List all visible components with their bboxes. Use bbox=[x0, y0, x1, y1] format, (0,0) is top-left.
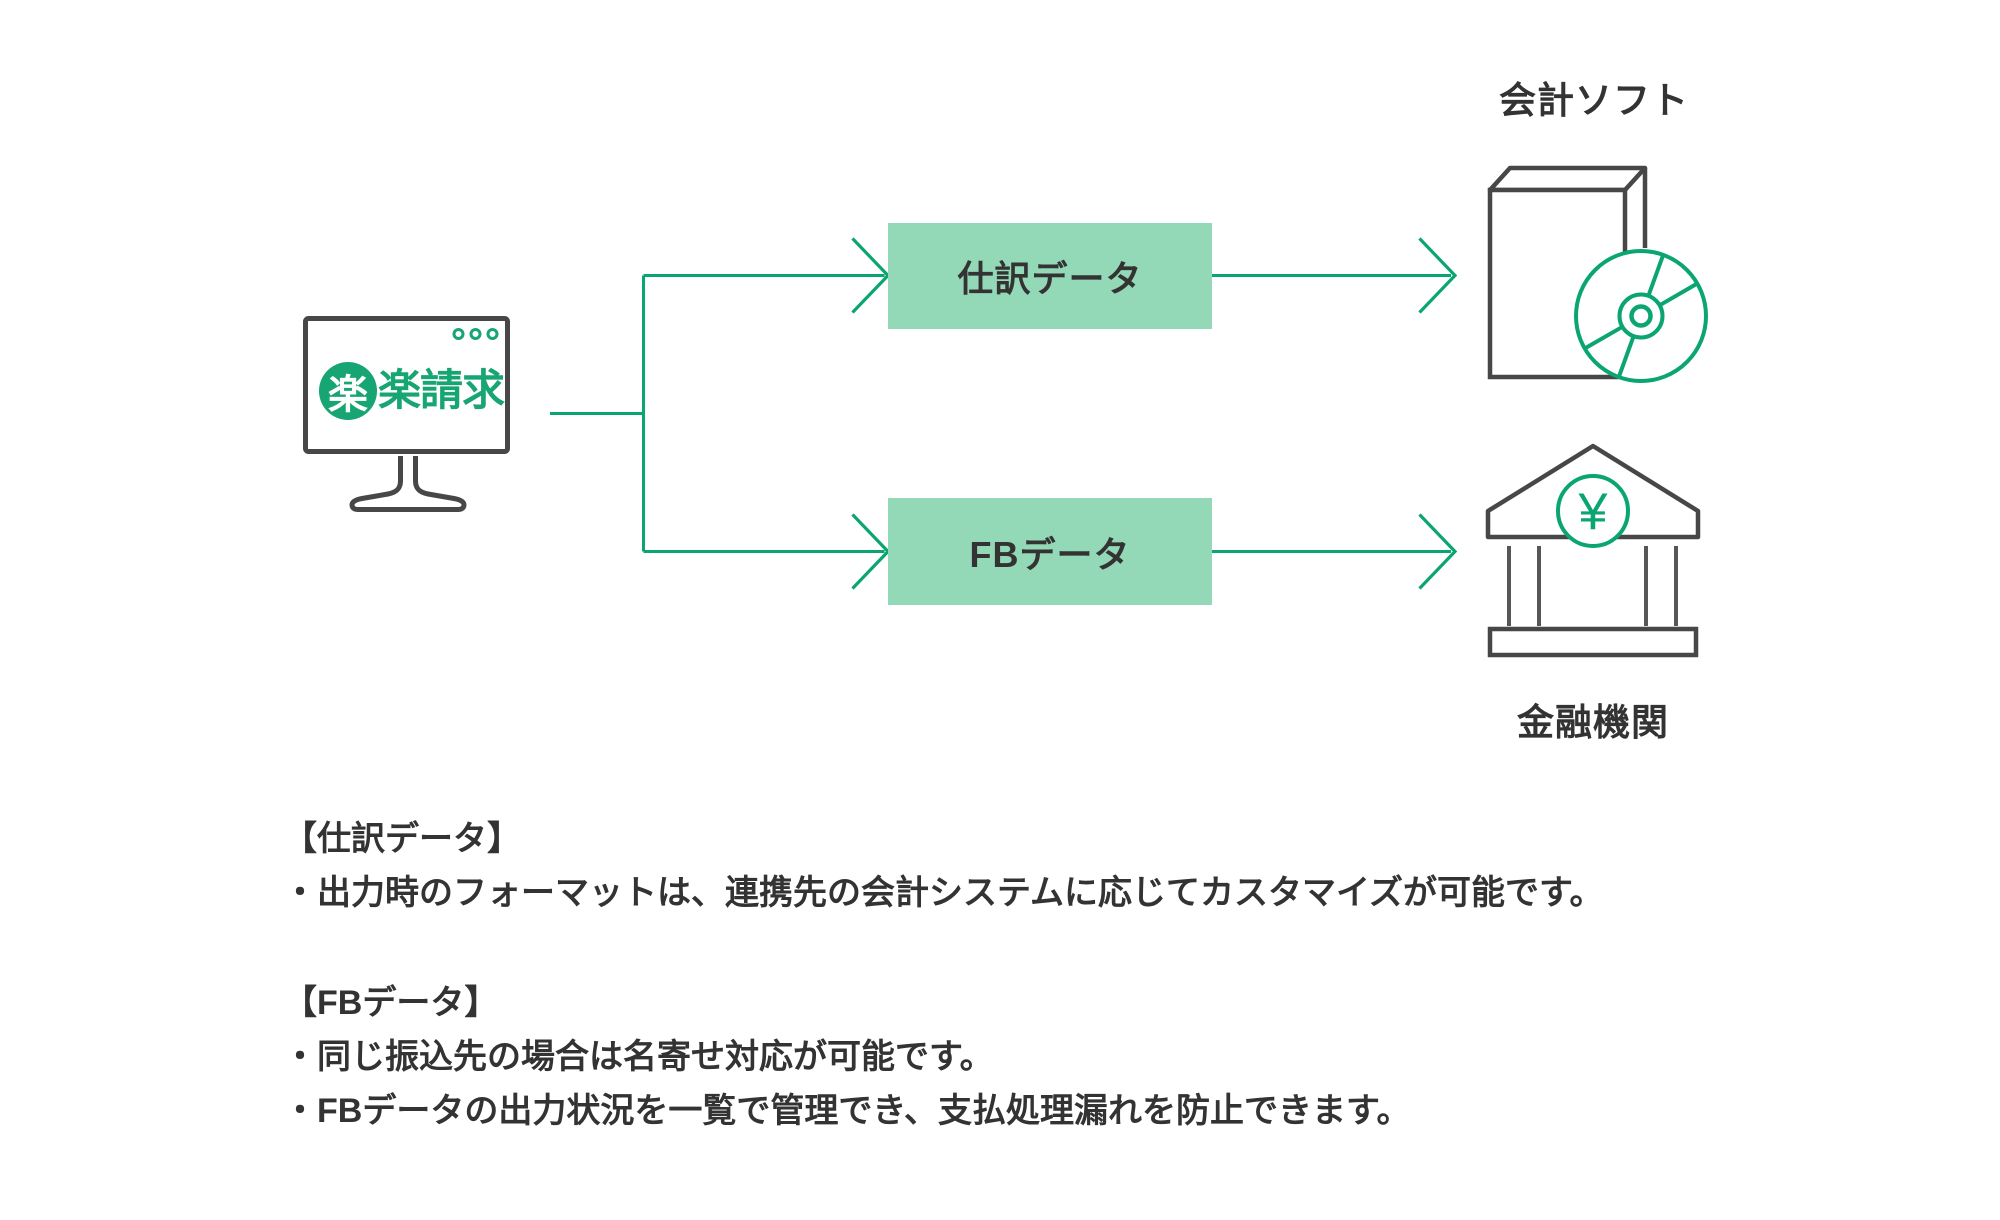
notes-fb-data: 【FBデータ】 ・同じ振込先の場合は名寄せ対応が可能です。 ・FBデータの出力状… bbox=[283, 976, 1411, 1138]
bank-columns bbox=[1507, 546, 1678, 626]
rakuraku-logo-text: 楽請求 bbox=[378, 367, 505, 415]
label-financial-institution: 金融機関 bbox=[1517, 702, 1669, 743]
yen-circle-icon bbox=[1556, 474, 1630, 548]
notes-fb-bullet: ・同じ振込先の場合は名寄せ対応が可能です。 bbox=[283, 1038, 994, 1076]
notes-journal-data: 【仕訳データ】 ・出力時のフォーマットは、連携先の会計システムに応じてカスタマイ… bbox=[283, 812, 1604, 920]
notes-journal-heading: 【仕訳データ】 bbox=[283, 820, 521, 858]
flow-box-fb-data: FBデータ bbox=[888, 498, 1212, 605]
notes-fb-heading: 【FBデータ】 bbox=[283, 984, 499, 1022]
label-accounting-software: 会計ソフト bbox=[1499, 80, 1689, 121]
window-dots-icon bbox=[452, 328, 499, 340]
notes-fb-bullet: ・FBデータの出力状況を一覧で管理でき、支払処理漏れを防止できます。 bbox=[283, 1092, 1411, 1130]
yen-symbol: ¥ bbox=[1578, 483, 1608, 541]
rakuraku-logo-mark: 楽 bbox=[319, 362, 377, 420]
software-box-cd-icon bbox=[1487, 165, 1708, 383]
notes-journal-bullet: ・出力時のフォーマットは、連携先の会計システムに応じてカスタマイズが可能です。 bbox=[283, 874, 1604, 912]
flow-connector-lines bbox=[550, 274, 1451, 553]
bank-icon bbox=[1485, 443, 1701, 658]
cd-disc-icon bbox=[1574, 249, 1708, 383]
flow-box-journal-data: 仕訳データ bbox=[888, 223, 1212, 329]
